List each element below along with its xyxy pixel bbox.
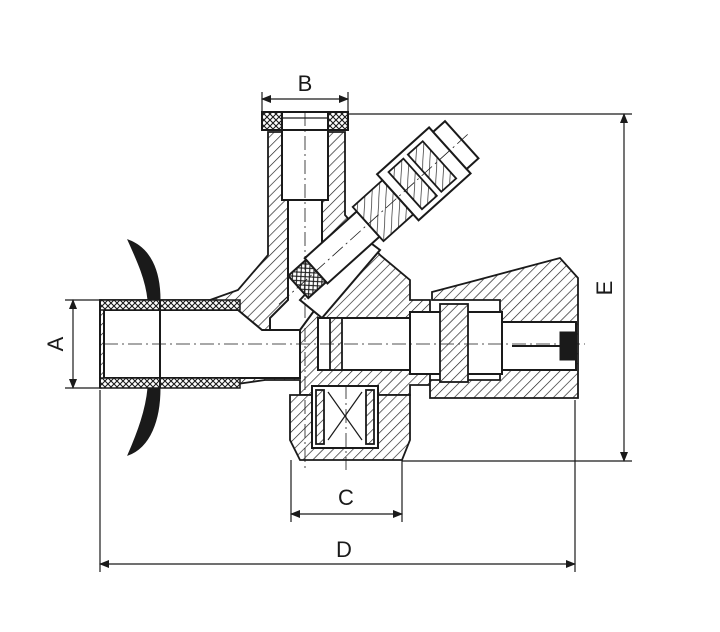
dimension-c: C bbox=[290, 460, 403, 522]
dimension-a-label: A bbox=[43, 336, 68, 351]
inlet-pipe bbox=[99, 299, 241, 389]
dimension-e-label: E bbox=[592, 281, 617, 296]
centre-lines bbox=[104, 112, 585, 470]
dimension-d: D bbox=[99, 390, 576, 572]
dimension-b-label: B bbox=[298, 71, 313, 96]
dimension-b: B bbox=[261, 71, 349, 115]
bottom-outlet bbox=[289, 385, 411, 461]
angled-valve-cartridge bbox=[278, 119, 480, 305]
dimension-d-label: D bbox=[336, 537, 352, 562]
dimension-c-label: C bbox=[338, 485, 354, 510]
dimension-a: A bbox=[43, 299, 102, 389]
dimension-e: E bbox=[348, 113, 632, 462]
